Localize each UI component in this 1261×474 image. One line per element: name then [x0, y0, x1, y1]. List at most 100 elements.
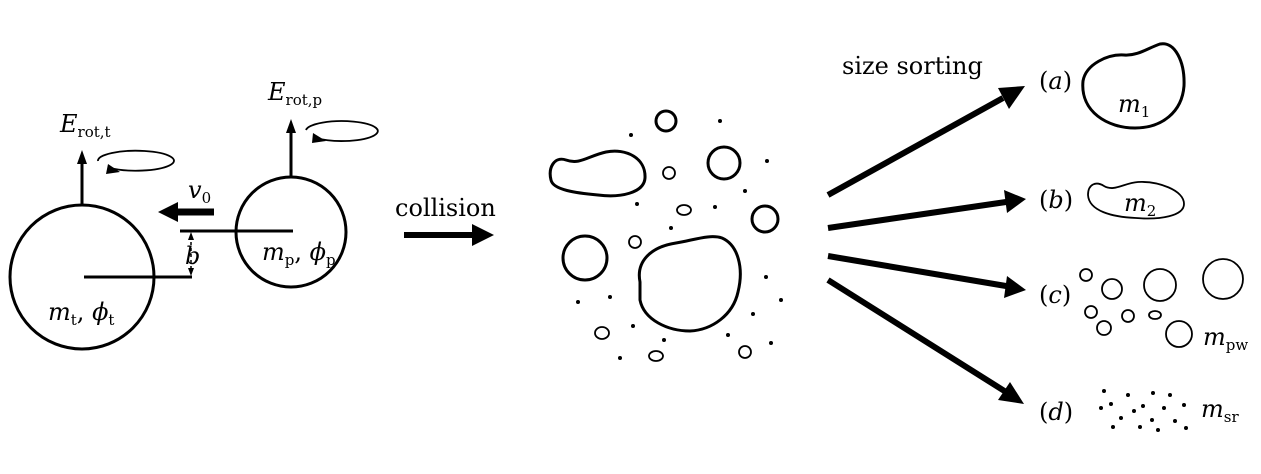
velocity-label: v0	[188, 176, 211, 207]
dust-particle	[718, 119, 722, 123]
dust-particle	[608, 295, 612, 299]
dust-particle	[1119, 416, 1123, 420]
dust-particle	[635, 202, 639, 206]
target-rotational-energy-label: Erot,t	[59, 110, 111, 141]
largest-fragment	[637, 235, 742, 333]
impact-parameter-arrow-up	[188, 232, 194, 240]
sorting-arrow-d-head	[998, 382, 1024, 404]
sorting-arrow-a-shaft	[826, 95, 1005, 198]
impact-parameter-arrow-down	[188, 268, 194, 276]
outcome-c-fragment	[1121, 309, 1135, 323]
dust-particle	[669, 226, 673, 230]
dust-particle	[629, 133, 633, 137]
target-mass-phi-label: mt, ϕt	[48, 298, 114, 329]
dust-particle	[1173, 419, 1177, 423]
dust-particle	[769, 341, 773, 345]
velocity-arrow: v0	[158, 176, 214, 222]
dust-particle	[1156, 428, 1160, 432]
dust-particle	[662, 338, 666, 342]
outcome-d: (d) msr	[1039, 389, 1239, 432]
outcome-a-fragment	[1081, 42, 1186, 130]
fragment-circle	[654, 109, 678, 133]
dust-particle	[1151, 391, 1155, 395]
dust-particle	[765, 159, 769, 163]
small-fragment	[662, 166, 676, 180]
target-rotation-arrowhead	[106, 164, 120, 174]
dust-particle	[1168, 393, 1172, 397]
dust-particle	[1150, 418, 1154, 422]
dust-particle	[779, 298, 783, 302]
dust-particle	[576, 300, 580, 304]
outcome-b-fragment	[1087, 181, 1185, 220]
sorting-arrow-c-head	[1004, 276, 1026, 298]
outcome-c-fragment	[1101, 278, 1123, 300]
outcome-c-fragment	[1096, 320, 1112, 336]
small-fragment	[738, 345, 752, 359]
outcome-c-fragment	[1143, 268, 1177, 302]
sorting-arrow-a-head	[998, 86, 1025, 109]
dust-particle	[618, 356, 622, 360]
outcome-d-dust	[1099, 389, 1188, 432]
outcome-a-tag: (a)	[1039, 67, 1072, 95]
outcome-b-tag: (b)	[1039, 186, 1073, 214]
outcome-c-tag: (c)	[1039, 281, 1071, 309]
dust-particle	[1109, 402, 1113, 406]
dust-particle	[631, 324, 635, 328]
dust-particle	[743, 189, 747, 193]
dust-particle	[1102, 389, 1106, 393]
projectile-mass-phi-label: mp, ϕp	[262, 238, 336, 269]
dust-particle	[1099, 406, 1103, 410]
target-body: Erot,t mt, ϕt	[8, 110, 192, 351]
impact-parameter-label: b	[185, 242, 200, 270]
outcome-c-fragment	[1084, 305, 1098, 319]
large-fragment-irregular-left	[548, 149, 647, 198]
projectile-spin-axis-arrowhead	[286, 119, 296, 133]
outcome-c-fragment	[1148, 310, 1162, 320]
outcome-c-fragment	[1079, 268, 1093, 282]
collision-label: collision	[395, 194, 496, 222]
small-fragment	[594, 326, 610, 340]
dust-particle	[1138, 425, 1142, 429]
projectile-body: Erot,p mp, ϕp	[180, 78, 379, 289]
size-sorting: size sorting	[826, 52, 1026, 404]
collision-arrow: collision	[395, 194, 496, 246]
dust-particle	[726, 333, 730, 337]
fragment-circle	[706, 145, 742, 181]
dust-particle	[751, 312, 755, 316]
sorting-arrow-d-shaft	[826, 277, 1008, 395]
projectile-rotational-energy-label: Erot,p	[267, 78, 322, 109]
dust-particles	[576, 119, 783, 360]
fragment-circle-large	[561, 234, 609, 282]
target-rotation-ellipse	[97, 149, 175, 172]
outcome-b-mass-label: m2	[1124, 189, 1156, 220]
dust-particle	[1126, 393, 1130, 397]
small-fragment	[628, 235, 642, 249]
dust-particle	[1111, 425, 1115, 429]
dust-particle	[1141, 404, 1145, 408]
outcome-d-tag: (d)	[1039, 398, 1073, 426]
collision-arrowhead	[472, 224, 494, 246]
fragment-circle	[750, 204, 780, 234]
projectile-rotation-arrowhead	[312, 133, 326, 143]
target-spin-axis-arrowhead	[77, 150, 87, 164]
outcome-a-mass-label: m1	[1118, 90, 1150, 121]
small-fragment	[648, 350, 664, 362]
outcome-c-fragment	[1165, 320, 1193, 348]
outcome-c-fragment	[1202, 258, 1244, 300]
dust-particle	[1182, 403, 1186, 407]
debris-cloud	[548, 109, 783, 362]
impact-parameter: b	[185, 232, 200, 276]
small-fragment	[676, 204, 692, 216]
dust-particle	[713, 205, 717, 209]
outcome-b: (b) m2	[1039, 181, 1185, 220]
outcome-c-mass-label: mpw	[1203, 323, 1248, 354]
sorting-arrow-b-head	[1004, 190, 1026, 213]
outcome-d-mass-label: msr	[1201, 395, 1239, 426]
dust-particle	[764, 275, 768, 279]
dust-particle	[1132, 409, 1136, 413]
dust-particle	[1162, 406, 1166, 410]
size-sorting-label: size sorting	[842, 52, 983, 80]
projectile-rotation-ellipse	[305, 120, 379, 142]
dust-particle	[1184, 426, 1188, 430]
